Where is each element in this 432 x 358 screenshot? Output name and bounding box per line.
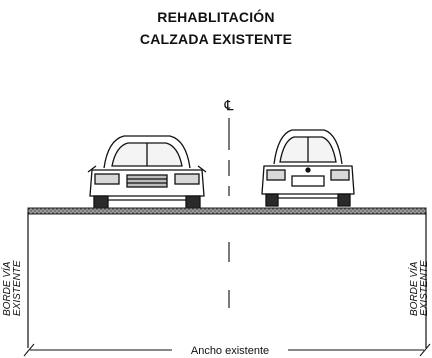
- existing-pavement-layer: [27, 207, 427, 215]
- right-edge-label-line-1: BORDE VÍA: [407, 261, 420, 316]
- diagram-title: REHABLITACIÓN CALZADA EXISTENTE: [0, 6, 432, 50]
- car-left-front-view: [87, 135, 207, 209]
- width-dimension-line: [23, 343, 431, 357]
- centerline-symbol: ℄: [224, 97, 234, 113]
- left-edge-label: BORDE VÍA EXISTENTE: [0, 260, 23, 316]
- title-line-2: CALZADA EXISTENTE: [139, 31, 293, 47]
- width-dimension-label: Ancho existente: [191, 345, 269, 357]
- right-edge-label-line-2: EXISTENTE: [419, 260, 430, 316]
- car-right-rear-view: [261, 129, 355, 207]
- left-edge-label-line-1: BORDE VÍA: [0, 261, 13, 316]
- right-edge-label: BORDE VÍA EXISTENTE: [407, 260, 430, 316]
- title-line-1: REHABLITACIÓN: [157, 9, 275, 25]
- left-edge-label-line-2: EXISTENTE: [12, 260, 23, 316]
